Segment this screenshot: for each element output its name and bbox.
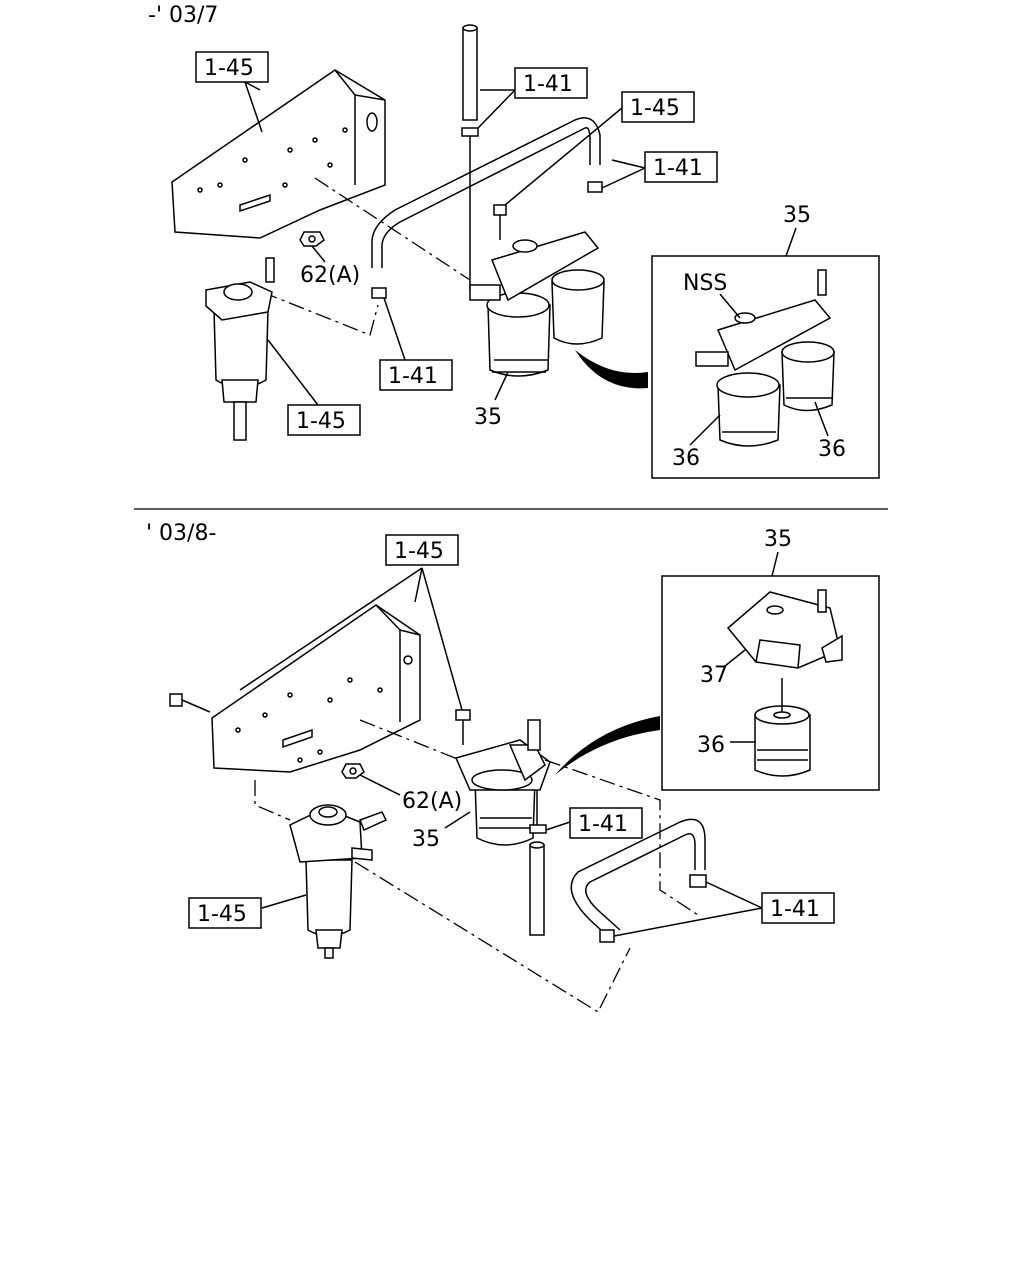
range-label-bottom: ' 03/8- xyxy=(146,521,216,546)
range-label-top: -' 03/7 xyxy=(148,3,218,28)
detail-element-label-bottom: 36 xyxy=(697,733,725,758)
filter-assembly-label-bottom: 35 xyxy=(412,827,440,852)
detail-arrow-top xyxy=(575,350,648,389)
callout-box-pipe-top xyxy=(514,67,588,99)
hose-top xyxy=(371,117,601,268)
leader-head xyxy=(724,649,746,667)
detail-arrow-bottom xyxy=(555,716,660,775)
hose-clip-bottom-right xyxy=(689,874,707,888)
mounting-bracket-top xyxy=(171,69,386,239)
callout-bolt: 1-45 xyxy=(630,96,680,121)
hose-bottom xyxy=(570,818,706,941)
callout-box-pipe-bottom xyxy=(569,807,643,839)
detail-element-right-top: 36 xyxy=(818,437,846,462)
leader-detail-title-top xyxy=(785,227,797,257)
leader-element-right-top xyxy=(814,401,829,437)
nut-bottom xyxy=(341,763,365,779)
hose-clip-lower xyxy=(371,287,387,299)
bolt-filter-bottom xyxy=(455,709,471,745)
callout-bracket-top: 1-45 xyxy=(204,56,254,81)
detail-nss-label: NSS xyxy=(683,271,727,296)
mounting-bracket-bottom xyxy=(211,604,421,773)
leader-nss xyxy=(719,293,741,319)
leader-pipe-top xyxy=(477,89,516,129)
callout-hose-right: 1-41 xyxy=(653,156,703,181)
fuel-pipe-vertical-top xyxy=(461,24,479,290)
callout-box-bolt xyxy=(621,91,695,123)
callout-box-filter-left-top xyxy=(287,404,361,436)
leader-hose-right xyxy=(601,159,646,189)
callout-hose-bottom: 1-41 xyxy=(770,897,820,922)
callout-filter-left-top: 1-45 xyxy=(296,409,346,434)
bolt-top xyxy=(493,204,507,240)
nut-label-bottom: 62(A) xyxy=(402,789,462,814)
hose-clip-right xyxy=(587,181,603,193)
leader-pipe-bottom xyxy=(545,821,571,831)
leader-hose-bottom xyxy=(613,881,763,937)
bolt-bracket-bottom xyxy=(169,693,211,713)
callout-pipe-bottom: 1-41 xyxy=(578,812,628,837)
routing-line-bottom-4 xyxy=(354,861,631,1013)
routing-line-bottom-2 xyxy=(544,759,699,916)
leader-detail-title-bottom xyxy=(771,551,779,577)
callout-hose-lower: 1-41 xyxy=(388,364,438,389)
detail-title-top: 35 xyxy=(783,203,811,228)
leader-element-left-top xyxy=(689,414,721,446)
leader-filter-assembly-bottom xyxy=(444,811,471,829)
callout-box-hose-right xyxy=(644,151,718,183)
detail-filter-head xyxy=(726,589,843,669)
callout-box-hose-bottom xyxy=(761,892,835,924)
detail-filter-assembly-top xyxy=(695,269,835,447)
callout-filter-left-bottom: 1-45 xyxy=(197,902,247,927)
nut-label-top: 62(A) xyxy=(300,263,360,288)
routing-line-top-2 xyxy=(261,291,379,336)
filter-assembly-label-top: 35 xyxy=(474,405,502,430)
detail-element-left-top: 36 xyxy=(672,446,700,471)
fuel-filter-assembly-top xyxy=(469,231,605,377)
detail-filter-element xyxy=(754,678,811,777)
callout-box-hose-lower xyxy=(379,359,453,391)
fuel-pipe-vertical-bottom xyxy=(529,790,547,936)
leader-filter-left-bottom xyxy=(261,894,307,909)
leader-nut-bottom xyxy=(359,774,401,796)
leader-filter-assembly-top xyxy=(494,371,509,401)
leader-bracket-bottom xyxy=(239,567,463,711)
callout-box-bracket-bottom xyxy=(385,534,459,566)
routing-line-bottom-1 xyxy=(359,719,461,761)
detail-head-label: 37 xyxy=(700,663,728,688)
leader-bolt xyxy=(504,107,623,206)
callout-pipe-top: 1-41 xyxy=(523,72,573,97)
fuel-filter-left-top xyxy=(205,257,275,441)
routing-line-top-1 xyxy=(314,177,471,281)
callout-bracket-bottom: 1-45 xyxy=(394,539,444,564)
fuel-filter-assembly-bottom xyxy=(454,719,551,846)
nut-top xyxy=(299,231,325,247)
fuel-filter-left-bottom xyxy=(289,804,388,959)
leader-bracket-top xyxy=(244,81,263,133)
leader-filter-left-top xyxy=(267,339,319,406)
routing-line-bottom-3 xyxy=(254,780,291,821)
callout-box-bracket-top xyxy=(195,51,269,83)
leader-nut-top xyxy=(311,245,326,263)
hose-clip-bottom-left xyxy=(599,929,615,943)
leader-hose-lower xyxy=(383,297,406,361)
callout-box-filter-left-bottom xyxy=(188,897,262,929)
detail-title-bottom: 35 xyxy=(764,527,792,552)
